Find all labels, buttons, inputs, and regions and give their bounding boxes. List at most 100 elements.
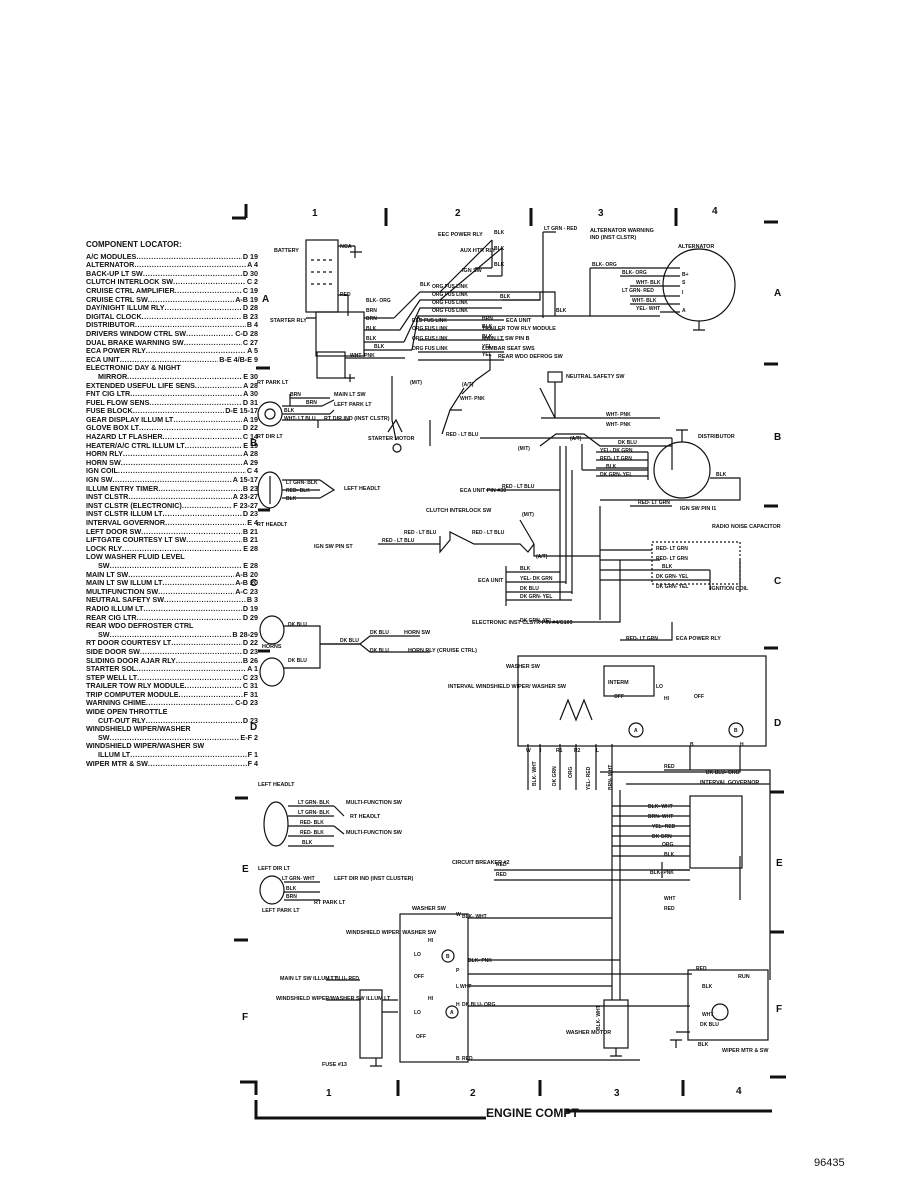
row-label-d-right: D (774, 718, 781, 729)
locator-item: ELECTRONIC DAY & NIGHT (86, 364, 258, 373)
wire-label-wht-pnk-1: WHT- PNK (350, 353, 375, 359)
locator-item-name: STARTER SOL (86, 665, 137, 674)
locator-item: DAY/NIGHT ILLUM RLYD 28 (86, 304, 258, 313)
locator-item-leader (182, 502, 232, 511)
locator-item-leader (118, 467, 246, 476)
locator-item: SLIDING DOOR AJAR RLYB 26 (86, 657, 258, 666)
label-trailer-tow: TRAILER TOW RLY MODULE (482, 326, 556, 332)
wire-label-hi-2: HI (428, 938, 434, 944)
wire-label-blk-10: BLK (482, 334, 493, 340)
wire-label-at-1: (A/T) (462, 382, 474, 388)
label-horn-sw: HORN SW (404, 630, 431, 636)
col-label-top-4: 4 (712, 206, 718, 217)
locator-item-leader (139, 424, 242, 433)
locator-item: MULTIFUNCTION SWA-C 23 (86, 588, 258, 597)
label-battery: BATTERY (274, 248, 299, 254)
locator-item-location: B 26 (242, 656, 258, 665)
col-label-top-2: 2 (455, 208, 461, 219)
col-label-bottom-3: 3 (614, 1088, 620, 1099)
locator-item: SWB 28-29 (86, 631, 258, 640)
wire-label-hi-3: HI (428, 996, 434, 1002)
locator-item: GLOVE BOX LTD 22 (86, 424, 258, 433)
label-neutral-safety-sw: NEUTRAL SAFETY SW (566, 374, 625, 380)
wire-label-blk-pnk-1: BLK- PNK (650, 870, 674, 876)
label-alternator-warning-sub: IND (INST CLSTR) (590, 235, 636, 241)
locator-item: INST CLSTRA 23-27 (86, 493, 258, 502)
locator-item-name: FNT CIG LTR (86, 390, 131, 399)
wire-label-p: P (456, 968, 460, 974)
locator-item: CLUTCH INTERLOCK SWC 2 (86, 278, 258, 287)
wire-label-at-3: (A/T) (536, 554, 548, 560)
locator-item-name: TRIP COMPUTER MODULE (86, 690, 179, 699)
col-label-bottom-4: 4 (736, 1086, 742, 1097)
wire-label-red-lt-blu-1: RED - LT BLU (446, 432, 479, 438)
wire-label-wht-3: WHT (702, 1012, 713, 1018)
wire-label-h-2: H (456, 1002, 460, 1008)
locator-item-leader (135, 321, 246, 330)
locator-item-location: E 19 (243, 441, 258, 450)
wire-label-off-1: OFF (614, 694, 624, 700)
locator-item: TRAILER TOW RLY MODULEC 31 (86, 682, 258, 691)
locator-item-location: C 23 (242, 673, 258, 682)
row-label-e-left: E (242, 864, 249, 875)
label-rt-dir-ind: RT DIR IND (INST CLSTR) (324, 416, 390, 422)
row-label-c-right: C (774, 576, 781, 587)
label-multi-function-sw-1: MULTI-FUNCTION SW (346, 800, 403, 806)
locator-item-leader (137, 674, 242, 683)
locator-item-location: A-C 23 (235, 587, 258, 596)
wire-label-lt-grn-red: LT GRN - RED (544, 226, 578, 232)
locator-item-name: CRUISE CTRL AMPLIFIER (86, 286, 175, 295)
col-label-bottom-2: 2 (470, 1088, 476, 1099)
label-clutch-interlock-sw: CLUTCH INTERLOCK SW (426, 508, 492, 514)
wire-label-blk-org-alt2: BLK- ORG (622, 270, 647, 276)
locator-item-leader (173, 416, 242, 425)
wire-label-yel-2: YEL (482, 352, 492, 358)
locator-item-location: E 28 (243, 561, 258, 570)
wire-label-red-lt-blu-3: RED - LT BLU (382, 538, 415, 544)
locator-item-location: D 19 (242, 604, 258, 613)
locator-item: MIRRORE 30 (86, 373, 258, 382)
wire-label-i-pin: I (682, 290, 684, 296)
label-alternator: ALTERNATOR (678, 244, 714, 250)
wire-label-dk-grn-yel-4: DK GRN- YEL (520, 594, 552, 600)
label-starter-motor: STARTER MOTOR (368, 436, 415, 442)
locator-item-name: SW (98, 561, 110, 570)
locator-item-name: DRIVERS WINDOW CTRL SW (86, 329, 187, 338)
wire-label-red-bat: RED (340, 292, 351, 298)
wire-label-blk-wht-2: BLK- WHT (462, 914, 487, 920)
label-ign-sw: IGN SW (462, 268, 483, 274)
locator-item-name: NEUTRAL SAFETY SW (86, 596, 165, 605)
locator-item: DRIVERS WINDOW CTRL SWC-D 28 (86, 330, 258, 339)
locator-item-leader (184, 339, 242, 348)
locator-item-location: D 23 (242, 716, 258, 725)
locator-item-name: WIDE OPEN THROTTLE (86, 708, 168, 717)
locator-item: ILLUM LTF 1 (86, 751, 258, 760)
locator-item: A/C MODULESD 19 (86, 253, 258, 262)
wire-label-red-2: RED (664, 906, 675, 912)
locator-item-name: GLOVE BOX LT (86, 424, 139, 433)
locator-item-leader (175, 287, 242, 296)
locator-item-name: STEP WELL LT (86, 673, 138, 682)
wire-label-blk-3: BLK (494, 262, 505, 268)
wire-label-v-yel-red: YEL- RED (586, 766, 592, 790)
label-rt-dir-lt: RT DIR LT (257, 434, 283, 440)
locator-item-name: REAR WDO DEFROSTER CTRL (86, 622, 194, 631)
wire-label-red-lt-grn-5: RED- LT GRN (626, 636, 658, 642)
wire-label-blk-20: BLK (664, 852, 675, 858)
label-left-dir-ind: LEFT DIR IND (INST CLUSTER) (334, 876, 414, 882)
wire-label-blk-8: BLK (556, 308, 567, 314)
locator-item: LOW WASHER FLUID LEVEL (86, 553, 258, 562)
wire-label-wht-blk-1: WHT- BLK (636, 280, 661, 286)
wire-label-dk-grn-1: DK GRN (652, 834, 672, 840)
locator-item-location: C 19 (242, 286, 258, 295)
wire-label-org-1: ORG (662, 842, 674, 848)
locator-item-location: D 22 (242, 639, 258, 648)
wire-label-blk-6: BLK (420, 282, 431, 288)
locator-item-leader (179, 691, 243, 700)
locator-item: WIPER MTR & SWF 4 (86, 760, 258, 769)
wire-label-blk-pnk-2: BLK- PNK (468, 958, 492, 964)
wire-label-brn-5: BRN (306, 400, 317, 406)
wire-label-brn-1: BRN (366, 308, 377, 314)
locator-item: GEAR DISPLAY ILLUM LTA 19 (86, 416, 258, 425)
